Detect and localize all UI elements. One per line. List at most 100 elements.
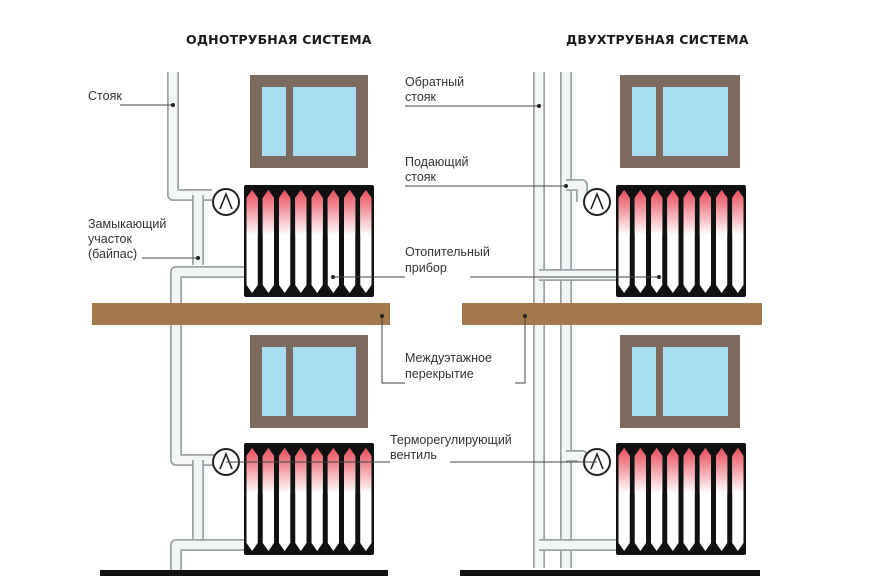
- label-supply-riser-line1: Подающий: [405, 155, 469, 169]
- radiator-single-lower-fin-hot: [279, 448, 291, 494]
- radiator-single-upper-fin-hot: [311, 190, 323, 236]
- radiator-single-lower-body: [244, 443, 374, 555]
- riser-mid: [171, 267, 248, 465]
- window-double-lower: [620, 335, 740, 428]
- leader-return-riser-dot: [537, 104, 541, 108]
- radiator-single-upper-body: [244, 185, 374, 297]
- leader-slab-left-dot: [380, 314, 384, 318]
- radiators: [244, 185, 746, 555]
- leader-supply-riser-dot: [564, 184, 568, 188]
- label-return-riser-line1: Обратный: [405, 75, 465, 89]
- radiator-double-upper-fin-hot: [634, 190, 646, 236]
- window-single-upper-pane-wide: [293, 87, 356, 156]
- radiator-double-lower: [616, 443, 746, 555]
- radiator-single-upper-fin-hot: [327, 190, 339, 236]
- radiator-double-lower-fin-hot: [699, 448, 711, 494]
- radiator-double-lower-fin-hot: [732, 448, 744, 494]
- valve-double-lower-symbol: [590, 451, 604, 470]
- leader-slab-right-dot: [523, 314, 527, 318]
- label-heater-line1: Отопительный: [405, 245, 490, 259]
- window-single-lower-pane-wide: [293, 347, 356, 416]
- radiator-double-upper: [616, 185, 746, 297]
- window-single-lower-pane-narrow: [262, 347, 286, 416]
- radiator-double-upper-fin-hot: [667, 190, 679, 236]
- radiator-single-upper-fin-hot: [262, 190, 274, 236]
- valve-single-upper-symbol: [219, 191, 233, 210]
- window-double-upper-pane-wide: [663, 87, 728, 156]
- radiator-double-lower-fin-hot: [716, 448, 728, 494]
- floor-slab-right: [462, 303, 762, 325]
- radiator-double-upper-body: [616, 185, 746, 297]
- floor-slab-left: [92, 303, 390, 325]
- radiator-double-lower-fin-hot: [667, 448, 679, 494]
- radiator-single-lower-fin-hot: [262, 448, 274, 494]
- radiator-double-lower-body: [616, 443, 746, 555]
- label-valve-line1: Терморегулирующий: [390, 433, 512, 447]
- radiator-double-lower-fin-hot: [651, 448, 663, 494]
- radiator-single-upper-fin-hot: [279, 190, 291, 236]
- label-return-riser-line2: стояк: [405, 90, 437, 104]
- label-heater-line2: прибор: [405, 261, 447, 275]
- window-double-upper: [620, 75, 740, 168]
- floor-slabs: [92, 303, 762, 576]
- ground-line-left: [100, 570, 388, 576]
- radiator-double-upper-fin-hot: [683, 190, 695, 236]
- radiator-single-upper: [244, 185, 374, 297]
- leader-slab-right: [515, 316, 526, 384]
- window-double-lower-pane-wide: [663, 347, 728, 416]
- riser-upper-outline: [167, 72, 212, 201]
- window-single-upper: [250, 75, 368, 168]
- label-floor-slab-line1: Междуэтажное: [405, 351, 492, 365]
- radiator-single-upper-fin-hot: [295, 190, 307, 236]
- riser-bottom: [171, 540, 248, 570]
- windows: [250, 75, 740, 428]
- leader-lines: [120, 103, 661, 463]
- radiator-double-lower-fin-hot: [634, 448, 646, 494]
- supply-branch-lower: [566, 451, 587, 462]
- radiator-double-lower-fin-hot: [683, 448, 695, 494]
- window-single-upper-pane-narrow: [262, 87, 286, 156]
- radiator-double-upper-fin-hot: [732, 190, 744, 236]
- single-pipe-system-pipes: [167, 72, 248, 570]
- valve-double-upper: [583, 188, 611, 216]
- radiator-single-upper-fin-hot: [344, 190, 356, 236]
- radiator-single-upper-fin-hot: [246, 190, 258, 236]
- label-bypass-line3: (байпас): [88, 247, 138, 261]
- label-supply-riser-line2: стояк: [405, 170, 437, 184]
- radiator-single-lower-fin-hot: [360, 448, 372, 494]
- title-single-pipe-system: ОДНОТРУБНАЯ СИСТЕМА: [186, 32, 372, 47]
- leader-heater-right-dot: [657, 275, 661, 279]
- radiator-single-upper-fin-hot: [360, 190, 372, 236]
- label-valve-line2: вентиль: [390, 448, 437, 462]
- radiator-single-lower-fin-hot: [246, 448, 258, 494]
- radiator-single-lower-fin-hot: [327, 448, 339, 494]
- valve-double-upper-symbol: [590, 191, 604, 210]
- window-single-lower: [250, 335, 368, 428]
- supply-branch-upper: [566, 180, 587, 202]
- valve-single-upper: [212, 188, 240, 216]
- radiator-double-upper-fin-hot: [651, 190, 663, 236]
- window-double-lower-pane-narrow: [632, 347, 656, 416]
- title-two-pipe-system: ДВУХТРУБНАЯ СИСТЕМА: [566, 32, 749, 47]
- leader-slab-left: [381, 316, 405, 384]
- valve-single-lower-symbol: [219, 451, 233, 470]
- radiator-double-lower-fin-hot: [618, 448, 630, 494]
- riser-mid-outline: [170, 266, 248, 466]
- leader-bypass-dot: [196, 256, 200, 260]
- radiator-double-upper-fin-hot: [618, 190, 630, 236]
- label-floor-slab-line2: перекрытие: [405, 367, 474, 381]
- radiator-single-lower: [244, 443, 374, 555]
- leader-heater-left-dot: [331, 275, 335, 279]
- radiator-single-lower-fin-hot: [295, 448, 307, 494]
- radiator-double-upper-fin-hot: [716, 190, 728, 236]
- label-bypass-line1: Замыкающий: [88, 217, 167, 231]
- label-bypass-line2: участок: [88, 232, 132, 246]
- leader-riser-dot: [171, 103, 175, 107]
- radiator-double-upper-fin-hot: [699, 190, 711, 236]
- ground-line-right: [460, 570, 760, 576]
- window-double-upper-pane-narrow: [632, 87, 656, 156]
- label-riser: Стояк: [88, 89, 122, 103]
- radiator-single-lower-fin-hot: [311, 448, 323, 494]
- radiator-single-lower-fin-hot: [344, 448, 356, 494]
